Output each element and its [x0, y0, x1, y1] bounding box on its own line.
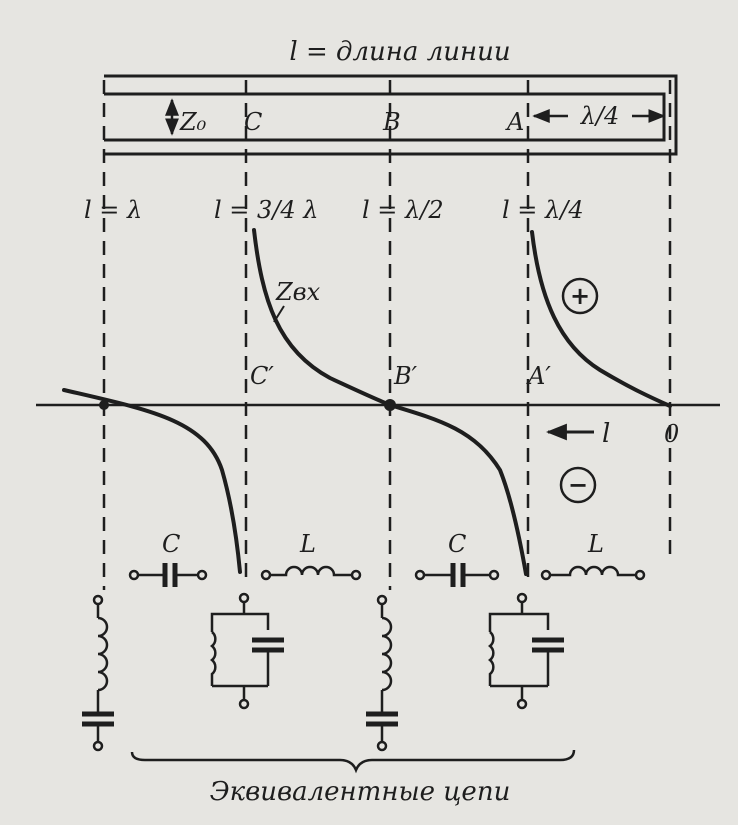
capacitor-symbol-1	[128, 563, 208, 587]
inductor-symbol-2	[540, 565, 646, 581]
series-lc-circuit-2	[366, 594, 398, 752]
a-prime-label: A′	[526, 362, 551, 390]
title-text: l = длина линии	[289, 37, 510, 67]
b-prime-label: B′	[393, 362, 418, 390]
capacitor-symbol-2	[414, 563, 500, 587]
footer-label: Эквивалентные цепи	[210, 777, 511, 807]
origin-label: 0	[664, 420, 679, 448]
position-three-quarter: l = 3/4 λ	[214, 196, 319, 224]
capacitor-label-1: C	[162, 530, 180, 558]
quarter-wave-label: λ/4	[580, 102, 620, 130]
node-lambda	[99, 400, 109, 410]
parallel-lc-circuit-1	[210, 592, 284, 710]
plus-sign-circle	[561, 277, 599, 315]
minus-sign: −	[568, 471, 588, 499]
node-half	[384, 399, 396, 411]
position-half: l = λ/2	[362, 196, 444, 224]
zin-label: Zвх	[275, 278, 321, 306]
position-quarter: l = λ/4	[502, 196, 584, 224]
parallel-lc-circuit-2	[488, 592, 564, 710]
equivalent-circuits-brace	[130, 749, 576, 774]
z0-label: Z₀	[179, 108, 207, 136]
plus-sign: +	[570, 282, 590, 310]
series-lc-circuit-1	[82, 594, 114, 752]
c-prime-label: C′	[250, 362, 274, 390]
point-c-label: C	[244, 108, 262, 136]
point-b-label: B	[382, 108, 401, 136]
minus-sign-circle	[559, 466, 597, 504]
point-a-label: A	[505, 108, 524, 136]
capacitor-label-2: C	[448, 530, 466, 558]
inductor-label-2: L	[587, 530, 604, 558]
inductor-symbol-1	[260, 565, 362, 581]
position-lambda: l = λ	[84, 196, 142, 224]
inductor-label-1: L	[299, 530, 316, 558]
dashed-guides	[102, 80, 672, 590]
zin-leader	[273, 305, 285, 323]
l-axis-label: l	[602, 419, 610, 449]
